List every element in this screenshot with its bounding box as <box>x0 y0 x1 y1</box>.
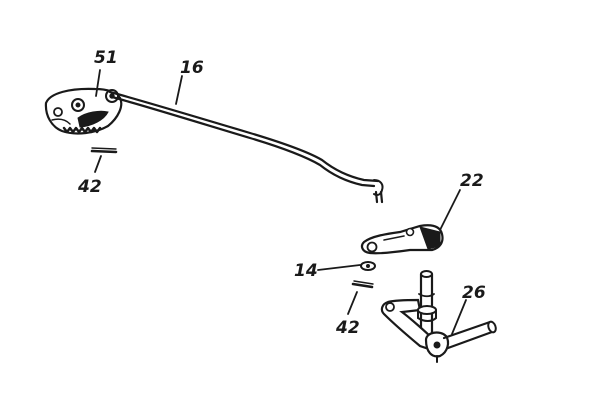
part-51-sector-plate <box>44 87 123 135</box>
callout-16: 16 <box>180 58 204 78</box>
part-16-link-rod <box>108 90 384 204</box>
callout-14: 14 <box>294 261 318 281</box>
callout-26: 26 <box>462 283 486 303</box>
part-42-upper-pin <box>90 147 118 154</box>
part-22-lever-bracket <box>360 224 444 255</box>
part-14-washer <box>360 261 376 271</box>
callout-51: 51 <box>94 48 118 68</box>
leader-lines <box>94 69 467 335</box>
callout-42-upper: 42 <box>77 177 102 197</box>
part-26-shaft-assembly <box>380 270 497 363</box>
callout-42-lower: 42 <box>335 318 360 338</box>
part-42-lower-pin <box>351 280 374 289</box>
callout-22: 22 <box>460 171 484 191</box>
